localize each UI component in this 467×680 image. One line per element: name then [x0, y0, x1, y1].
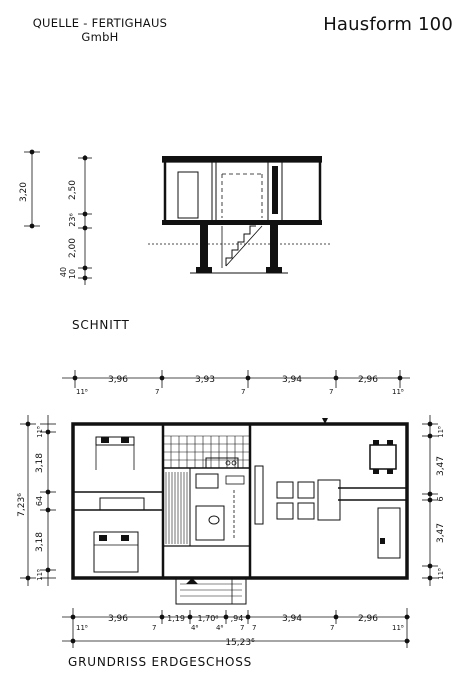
bottom-dim-7b: 7 — [240, 624, 244, 632]
top-dim-7a: 7 — [155, 388, 159, 396]
top-dim-7c: 7 — [329, 388, 333, 396]
left-dim-318-top: 3,18 — [35, 453, 45, 473]
bottom-dim-total: 15,23⁶ — [225, 638, 255, 648]
bottom-dim-94: ,94 — [231, 614, 244, 623]
right-dim-118-bottom: 11⁸ — [437, 568, 445, 580]
bottom-dim-118-right: 11⁸ — [392, 624, 404, 632]
bottom-dim-46b: 4⁶ — [216, 624, 223, 632]
top-dim-393: 3,93 — [195, 375, 215, 385]
left-dim-118-bottom: 11⁸ — [36, 569, 44, 581]
top-dim-296: 2,96 — [358, 375, 378, 385]
section-drawing — [148, 156, 330, 274]
plan-label: GRUNDRISS ERDGESCHOSS — [68, 655, 253, 669]
dim-320: 3,20 — [19, 182, 29, 202]
right-dim-6: 6 — [436, 496, 445, 501]
bottom-dim-7d: 7 — [330, 624, 334, 632]
section-label: SCHNITT — [72, 318, 130, 332]
dim-200: 2,00 — [68, 238, 78, 258]
company-line-1: QUELLE - FERTIGHAUS — [32, 16, 168, 30]
right-dimension-chain — [422, 415, 438, 586]
left-dim-total: 7,23⁶ — [17, 493, 27, 517]
left-dim-118-top: 11⁸ — [36, 426, 44, 438]
company-name: QUELLE - FERTIGHAUS GmbH — [20, 16, 180, 44]
left-dimension-chain — [20, 415, 56, 586]
top-dimension-chain — [62, 370, 410, 388]
page-title: Hausform 100 — [323, 14, 453, 35]
bottom-dim-46a: 4⁶ — [191, 624, 198, 632]
top-dim-118-right: 11⁸ — [392, 388, 404, 396]
top-dim-394: 3,94 — [282, 375, 302, 385]
company-line-2: GmbH — [81, 30, 119, 44]
bottom-dim-7a: 7 — [152, 624, 156, 632]
right-dim-347-bottom: 3,47 — [436, 523, 446, 543]
bottom-dimension-chain — [62, 608, 410, 648]
left-dim-318-bottom: 3,18 — [35, 532, 45, 552]
right-dim-118-top: 11⁸ — [437, 426, 445, 438]
bottom-dim-7c: 7 — [252, 624, 256, 632]
bottom-dim-119: 1,19 — [167, 614, 185, 623]
top-dim-7b: 7 — [241, 388, 245, 396]
dim-236: 23⁶ — [68, 213, 77, 226]
bottom-dim-396: 3,96 — [108, 614, 128, 624]
right-dim-347-top: 3,47 — [436, 456, 446, 476]
top-dim-396: 3,96 — [108, 375, 128, 385]
dim-250: 2,50 — [68, 180, 78, 200]
dim-40: 40 — [59, 267, 68, 277]
bottom-dim-170: 1,70⁸ — [197, 614, 218, 623]
bottom-dim-296: 2,96 — [358, 614, 378, 624]
floor-plan — [71, 418, 409, 605]
bottom-dim-394: 3,94 — [282, 614, 302, 624]
left-dim-64: 64 — [35, 496, 44, 506]
top-dim-118-left: 11⁸ — [76, 388, 88, 396]
bottom-dim-118-left: 11⁸ — [76, 624, 88, 632]
section-dimension-chain — [24, 149, 92, 285]
dim-10: 10 — [68, 269, 77, 279]
